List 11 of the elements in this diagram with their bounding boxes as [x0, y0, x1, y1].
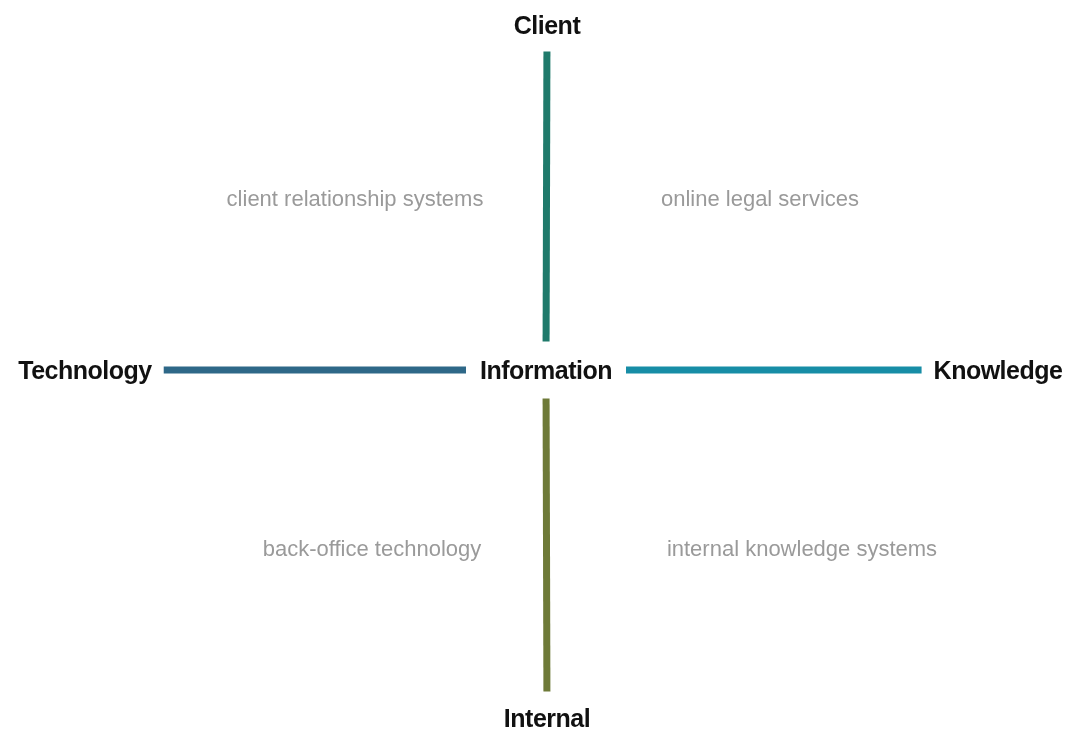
center-label: Information	[480, 355, 612, 385]
axis-label: Technology	[18, 355, 152, 385]
quadrant-label: client relationship systems	[226, 186, 484, 212]
axis-label: Internal	[503, 703, 591, 733]
connector-line	[542, 398, 551, 692]
axis-label: Client	[513, 10, 581, 40]
connector-line	[542, 51, 551, 342]
axis-label: Knowledge	[933, 355, 1063, 385]
quadrant-label: online legal services	[660, 186, 860, 212]
quadrant-label: back-office technology	[262, 536, 482, 562]
quadrant-label: internal knowledge systems	[666, 536, 938, 562]
